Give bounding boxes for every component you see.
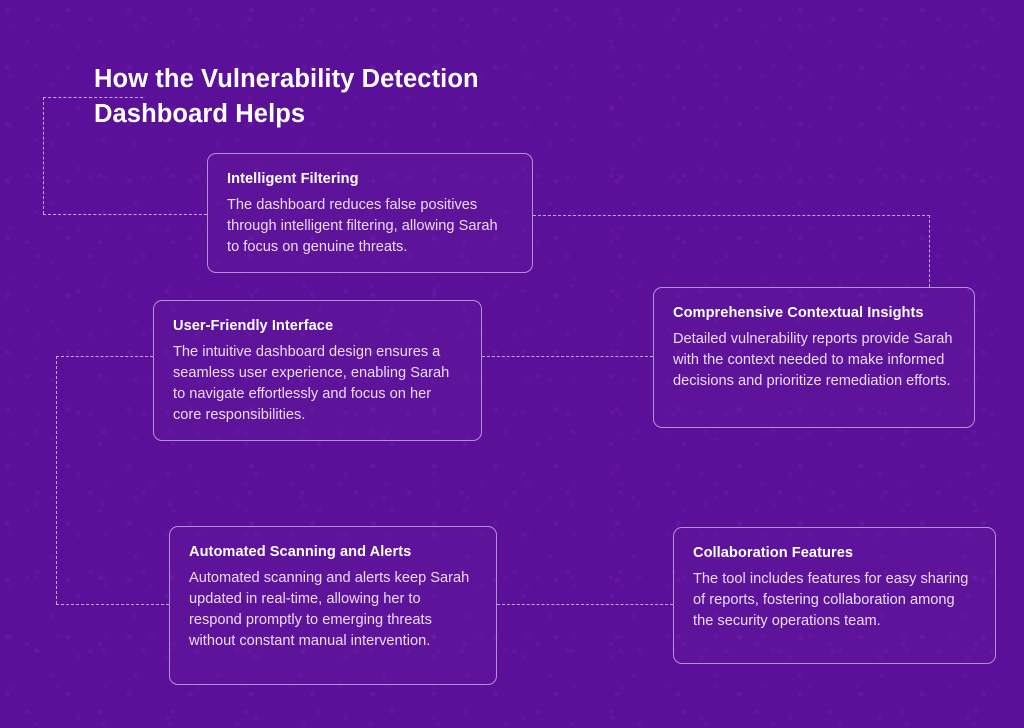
connector-intelligent-filtering-to-insights-vertical (929, 215, 930, 287)
card-user-friendly-interface[interactable]: User-Friendly Interface The intuitive da… (153, 300, 482, 441)
connector-left-bracket-vertical-top (43, 97, 44, 214)
card-body: Detailed vulnerability reports provide S… (673, 331, 953, 389)
connector-to-intelligent-filtering (43, 214, 207, 215)
connector-intelligent-filtering-to-insights-horizontal (533, 215, 930, 216)
card-automated-scanning-and-alerts[interactable]: Automated Scanning and Alerts Automated … (169, 526, 497, 685)
card-title: Comprehensive Contextual Insights (673, 305, 924, 321)
page-title: How the Vulnerability Detection Dashboar… (94, 65, 479, 128)
connector-user-friendly-to-insights (482, 356, 653, 357)
card-body: The tool includes features for easy shar… (693, 571, 969, 629)
connector-automated-scanning-to-collaboration (497, 604, 673, 605)
card-title: Automated Scanning and Alerts (189, 544, 412, 560)
card-intelligent-filtering[interactable]: Intelligent Filtering The dashboard redu… (207, 153, 533, 273)
card-body: The dashboard reduces false positives th… (227, 197, 498, 255)
card-body: The intuitive dashboard design ensures a… (173, 344, 450, 423)
card-comprehensive-contextual-insights[interactable]: Comprehensive Contextual Insights Detail… (653, 287, 975, 428)
connector-to-user-friendly-interface (56, 356, 153, 357)
card-collaboration-features[interactable]: Collaboration Features The tool includes… (673, 527, 996, 664)
card-body: Automated scanning and alerts keep Sarah… (189, 570, 470, 649)
card-title: Intelligent Filtering (227, 171, 359, 187)
card-title: Collaboration Features (693, 545, 854, 561)
connector-to-automated-scanning (56, 604, 169, 605)
card-title: User-Friendly Interface (173, 318, 334, 334)
connector-left-bracket-vertical-bottom (56, 356, 57, 604)
